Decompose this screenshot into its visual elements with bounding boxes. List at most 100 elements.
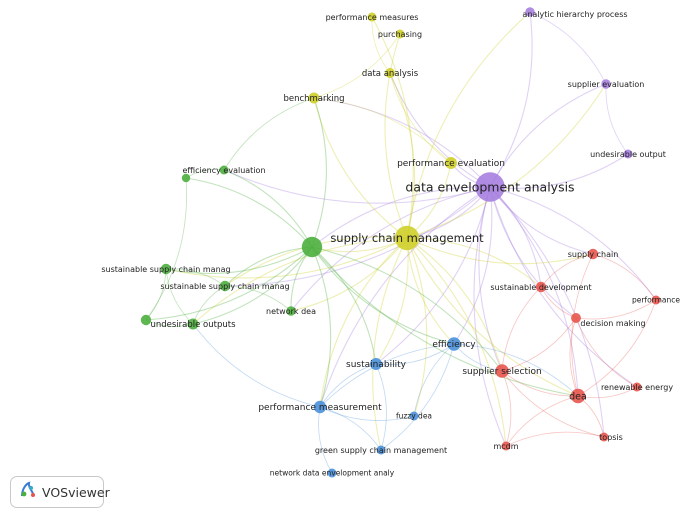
node-undes_out[interactable] [623, 149, 633, 159]
node-data_analysis[interactable] [385, 68, 395, 78]
link-efficiency-dea [453, 343, 579, 397]
link-green_hub-undes_outs [192, 246, 313, 325]
link-dea_main-dea [489, 186, 579, 397]
link-scm-data_analysis [389, 72, 416, 239]
node-ndea[interactable] [327, 468, 337, 478]
node-label-scm[interactable]: supply chain management [330, 231, 484, 245]
link-dea_main-supply_chain [489, 186, 594, 255]
node-purchasing[interactable] [395, 29, 405, 39]
node-label-dea_main[interactable]: data envelopment analysis [405, 179, 574, 194]
node-layer [140, 7, 661, 478]
node-supply_chain[interactable] [587, 248, 599, 260]
node-label-efficiency[interactable]: efficiency [432, 340, 476, 350]
node-label-fuzzy_dea[interactable]: fuzzy dea [396, 412, 432, 421]
node-dea_main[interactable] [475, 172, 505, 202]
node-label-purchasing[interactable]: purchasing [378, 30, 422, 39]
link-dea_main-topsis [489, 186, 605, 438]
node-label-eff_eval[interactable]: efficiency evaluation [182, 166, 265, 175]
node-dea[interactable] [570, 388, 586, 404]
node-perf_meas[interactable] [367, 12, 377, 22]
node-label-perf_measurement[interactable]: performance measurement [258, 403, 382, 413]
node-perf_eval[interactable] [445, 157, 457, 169]
node-label-perf_meas[interactable]: performance measures [326, 13, 419, 22]
link-perf_eval-benchmarking [313, 97, 452, 164]
node-supp_eval[interactable] [601, 79, 611, 89]
node-label-ssc2[interactable]: sustainable supply chain manag [160, 282, 289, 291]
node-label-topsis[interactable]: topsis [599, 433, 623, 442]
link-supp_sel-mcdm [501, 370, 512, 447]
link-dea_main-eff_eval [223, 169, 491, 204]
link-decision_making-performance [575, 299, 657, 320]
node-label-dea[interactable]: dea [569, 391, 587, 402]
node-label-network_dea[interactable]: network dea [266, 307, 316, 316]
node-eff_eval[interactable] [219, 165, 229, 175]
node-green_left2[interactable] [181, 173, 191, 183]
node-label-ndea[interactable]: network data envelopment analy [270, 469, 395, 478]
node-label-supp_sel[interactable]: supplier selection [462, 367, 541, 377]
node-ssc1[interactable] [160, 263, 172, 275]
node-label-mcdm[interactable]: mcdm [493, 442, 518, 451]
node-supp_sel[interactable] [495, 364, 509, 378]
node-label-sustainability[interactable]: sustainability [346, 360, 407, 370]
link-dea_main-efficiency [453, 186, 493, 345]
node-label-decision_making[interactable]: decision making [580, 319, 645, 328]
node-perf_measurement[interactable] [313, 400, 327, 414]
node-label-sust_dev[interactable]: sustainable development [490, 283, 591, 292]
node-label-supp_eval[interactable]: supplier evaluation [568, 80, 645, 89]
node-label-perf_eval[interactable]: performance evaluation [397, 159, 505, 169]
node-green_hub[interactable] [301, 236, 323, 258]
link-dea_main-ahp [489, 11, 533, 188]
link-sustainability-perf_measurement [319, 363, 377, 408]
link-dea_main-sustainability [375, 186, 491, 365]
node-efficiency[interactable] [447, 337, 461, 351]
node-scm[interactable] [394, 225, 420, 251]
link-green_hub-dea [311, 246, 579, 397]
node-ssc2[interactable] [219, 280, 231, 292]
node-label-ahp[interactable]: analytic hierarchy process [522, 10, 627, 19]
link-scm-perf_meas [371, 16, 414, 239]
node-sustainability[interactable] [370, 358, 382, 370]
link-green_hub-ssc2 [224, 246, 313, 287]
node-network_dea[interactable] [286, 306, 296, 316]
node-decision_making[interactable] [571, 313, 581, 323]
node-label-renew[interactable]: renewable energy [601, 383, 673, 392]
node-benchmarking[interactable] [308, 92, 320, 104]
link-dea_main-undes_out [489, 153, 629, 189]
link-green_hub-benchmarking [311, 97, 327, 248]
link-dea_main-green_hub [311, 186, 491, 248]
link-scm-network_dea [290, 237, 408, 312]
link-ssc1-green_left [145, 268, 167, 321]
node-performance[interactable] [651, 295, 661, 305]
link-perf_measurement-ndea [318, 406, 333, 474]
node-gscm[interactable] [376, 445, 386, 455]
node-label-benchmarking[interactable]: benchmarking [283, 94, 344, 104]
node-renew[interactable] [632, 382, 642, 392]
node-green_left[interactable] [140, 314, 152, 326]
link-dea_main-decision_making [489, 186, 577, 319]
node-label-undes_out[interactable]: undesirable output [590, 150, 666, 159]
node-sust_dev[interactable] [535, 281, 547, 293]
link-topsis-mcdm [505, 431, 605, 447]
node-label-performance[interactable]: performance [632, 296, 680, 305]
link-dea_main-ssc2 [224, 186, 491, 287]
node-fuzzy_dea[interactable] [409, 411, 419, 421]
node-label-ssc1[interactable]: sustainable supply chain manag [101, 265, 230, 274]
link-data_analysis-perf_meas [371, 16, 391, 74]
vosviewer-badge[interactable]: VOSviewer [10, 476, 110, 508]
node-label-gscm[interactable]: green supply chain management [315, 446, 447, 455]
link-supp_eval-undes_out [605, 83, 629, 155]
link-scm-ahp [406, 11, 531, 239]
link-scm-gscm [372, 237, 408, 451]
node-label-undes_outs[interactable]: undesirable outputs [150, 320, 236, 330]
node-topsis[interactable] [599, 432, 609, 442]
node-label-supply_chain[interactable]: supply chain [568, 250, 619, 259]
link-supply_chain-performance [592, 253, 657, 301]
link-efficiency-fuzzy_dea [413, 343, 455, 417]
link-green_hub-ssc1 [165, 246, 313, 274]
node-ahp[interactable] [525, 7, 535, 17]
node-mcdm[interactable] [501, 441, 511, 451]
node-undes_outs[interactable] [187, 318, 199, 330]
label-layer: data envelopment analysis supply chain ma… [101, 10, 680, 478]
node-label-data_analysis[interactable]: data analysis [362, 69, 419, 79]
